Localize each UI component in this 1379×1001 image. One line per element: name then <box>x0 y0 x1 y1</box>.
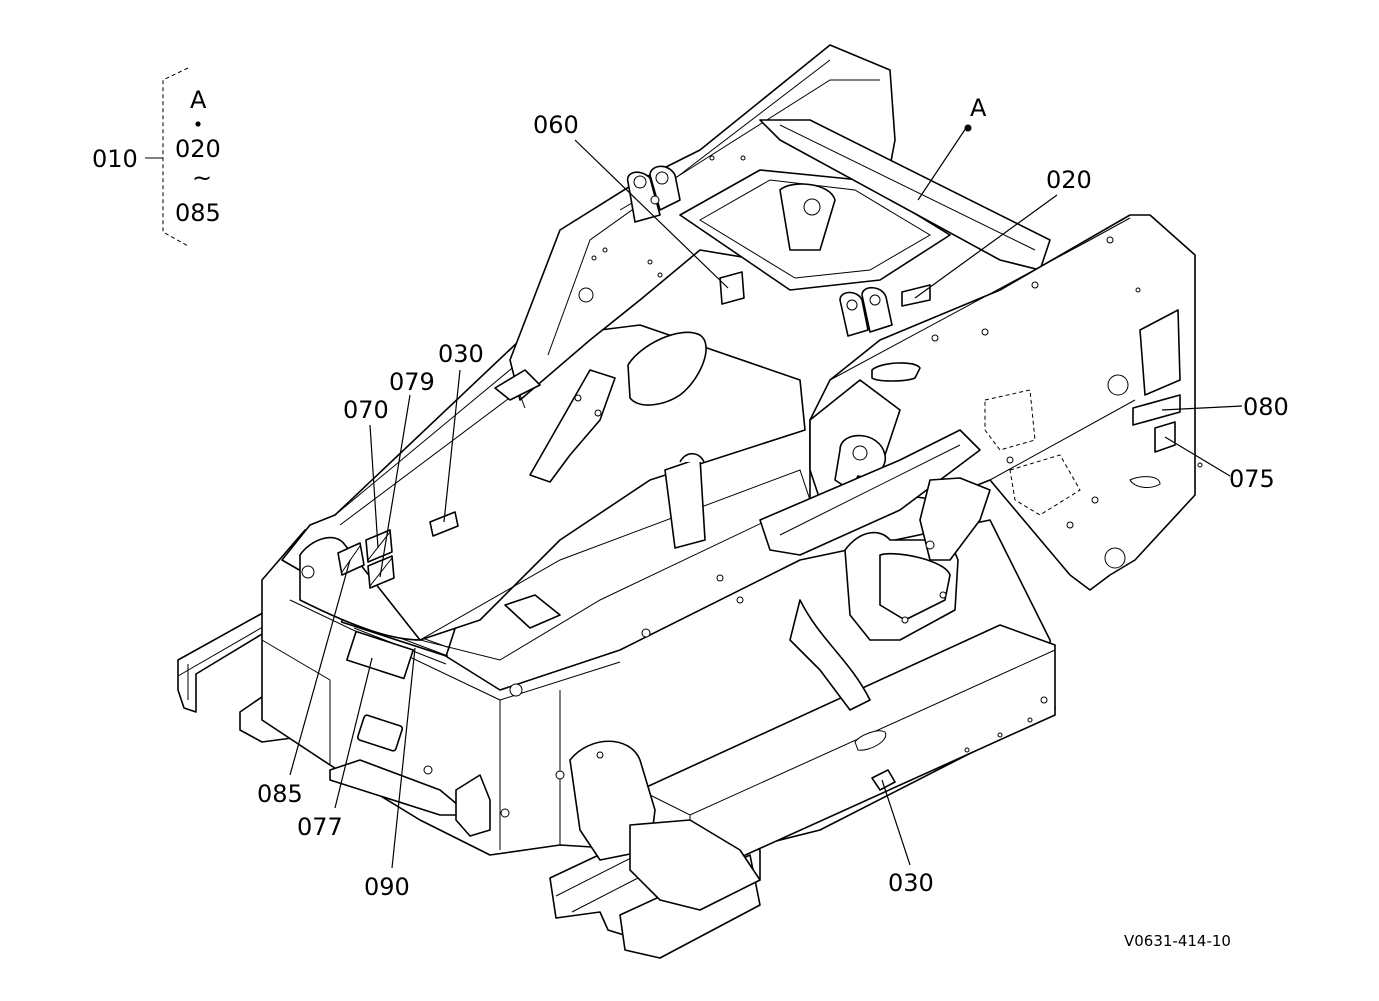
decal-020 <box>901 284 931 307</box>
leader-030-top <box>443 369 461 523</box>
legend-bracket <box>145 67 201 247</box>
leader-070 <box>369 424 379 549</box>
leader-077 <box>334 657 373 809</box>
callout-060: 060 <box>533 111 579 139</box>
right-side-plate <box>809 214 1196 591</box>
legend-range-end: 085 <box>175 199 221 227</box>
bolt-holes <box>423 155 1203 818</box>
leader-080 <box>1161 405 1243 411</box>
callout-085: 085 <box>257 780 303 808</box>
decal-080 <box>1132 394 1181 426</box>
decal-060 <box>719 271 745 305</box>
right-lower-bracket <box>844 477 991 641</box>
leader-a <box>917 127 967 201</box>
leader-030-bottom <box>881 779 911 866</box>
ref-a-dot-icon <box>964 124 972 132</box>
callout-079: 079 <box>389 368 435 396</box>
left-side-deck <box>281 324 806 697</box>
callout-020: 020 <box>1046 166 1092 194</box>
callout-070: 070 <box>343 396 389 424</box>
legend-dot-icon <box>195 121 201 127</box>
leader-060 <box>574 139 729 289</box>
drawing-code: V0631-414-10 <box>1124 932 1231 950</box>
frame-drawing <box>177 44 1203 959</box>
leader-020 <box>914 194 1058 299</box>
callout-080: 080 <box>1243 393 1289 421</box>
leader-079 <box>379 394 411 578</box>
lower-guard <box>569 599 871 911</box>
callout-077: 077 <box>297 813 343 841</box>
callout-a: A <box>970 94 987 122</box>
legend-range-start: 020 <box>175 135 221 163</box>
legend-range-tilde: ~ <box>192 164 212 192</box>
leader-085 <box>289 559 351 776</box>
inner-floor <box>418 452 811 661</box>
callout-030-top: 030 <box>438 340 484 368</box>
callout-030-bottom: 030 <box>888 869 934 897</box>
left-inner-bracket <box>494 331 707 483</box>
leader-lines <box>289 127 1243 869</box>
decal-030-top <box>429 511 459 537</box>
leader-090 <box>391 647 416 869</box>
leader-075 <box>1164 436 1231 477</box>
legend-ref-letter: A <box>190 86 207 114</box>
callout-075: 075 <box>1229 465 1275 493</box>
callout-090: 090 <box>364 873 410 901</box>
legend-assembly-code: 010 <box>92 145 138 173</box>
callouts: 060 A 020 030 079 070 080 075 085 077 09… <box>257 94 1289 901</box>
